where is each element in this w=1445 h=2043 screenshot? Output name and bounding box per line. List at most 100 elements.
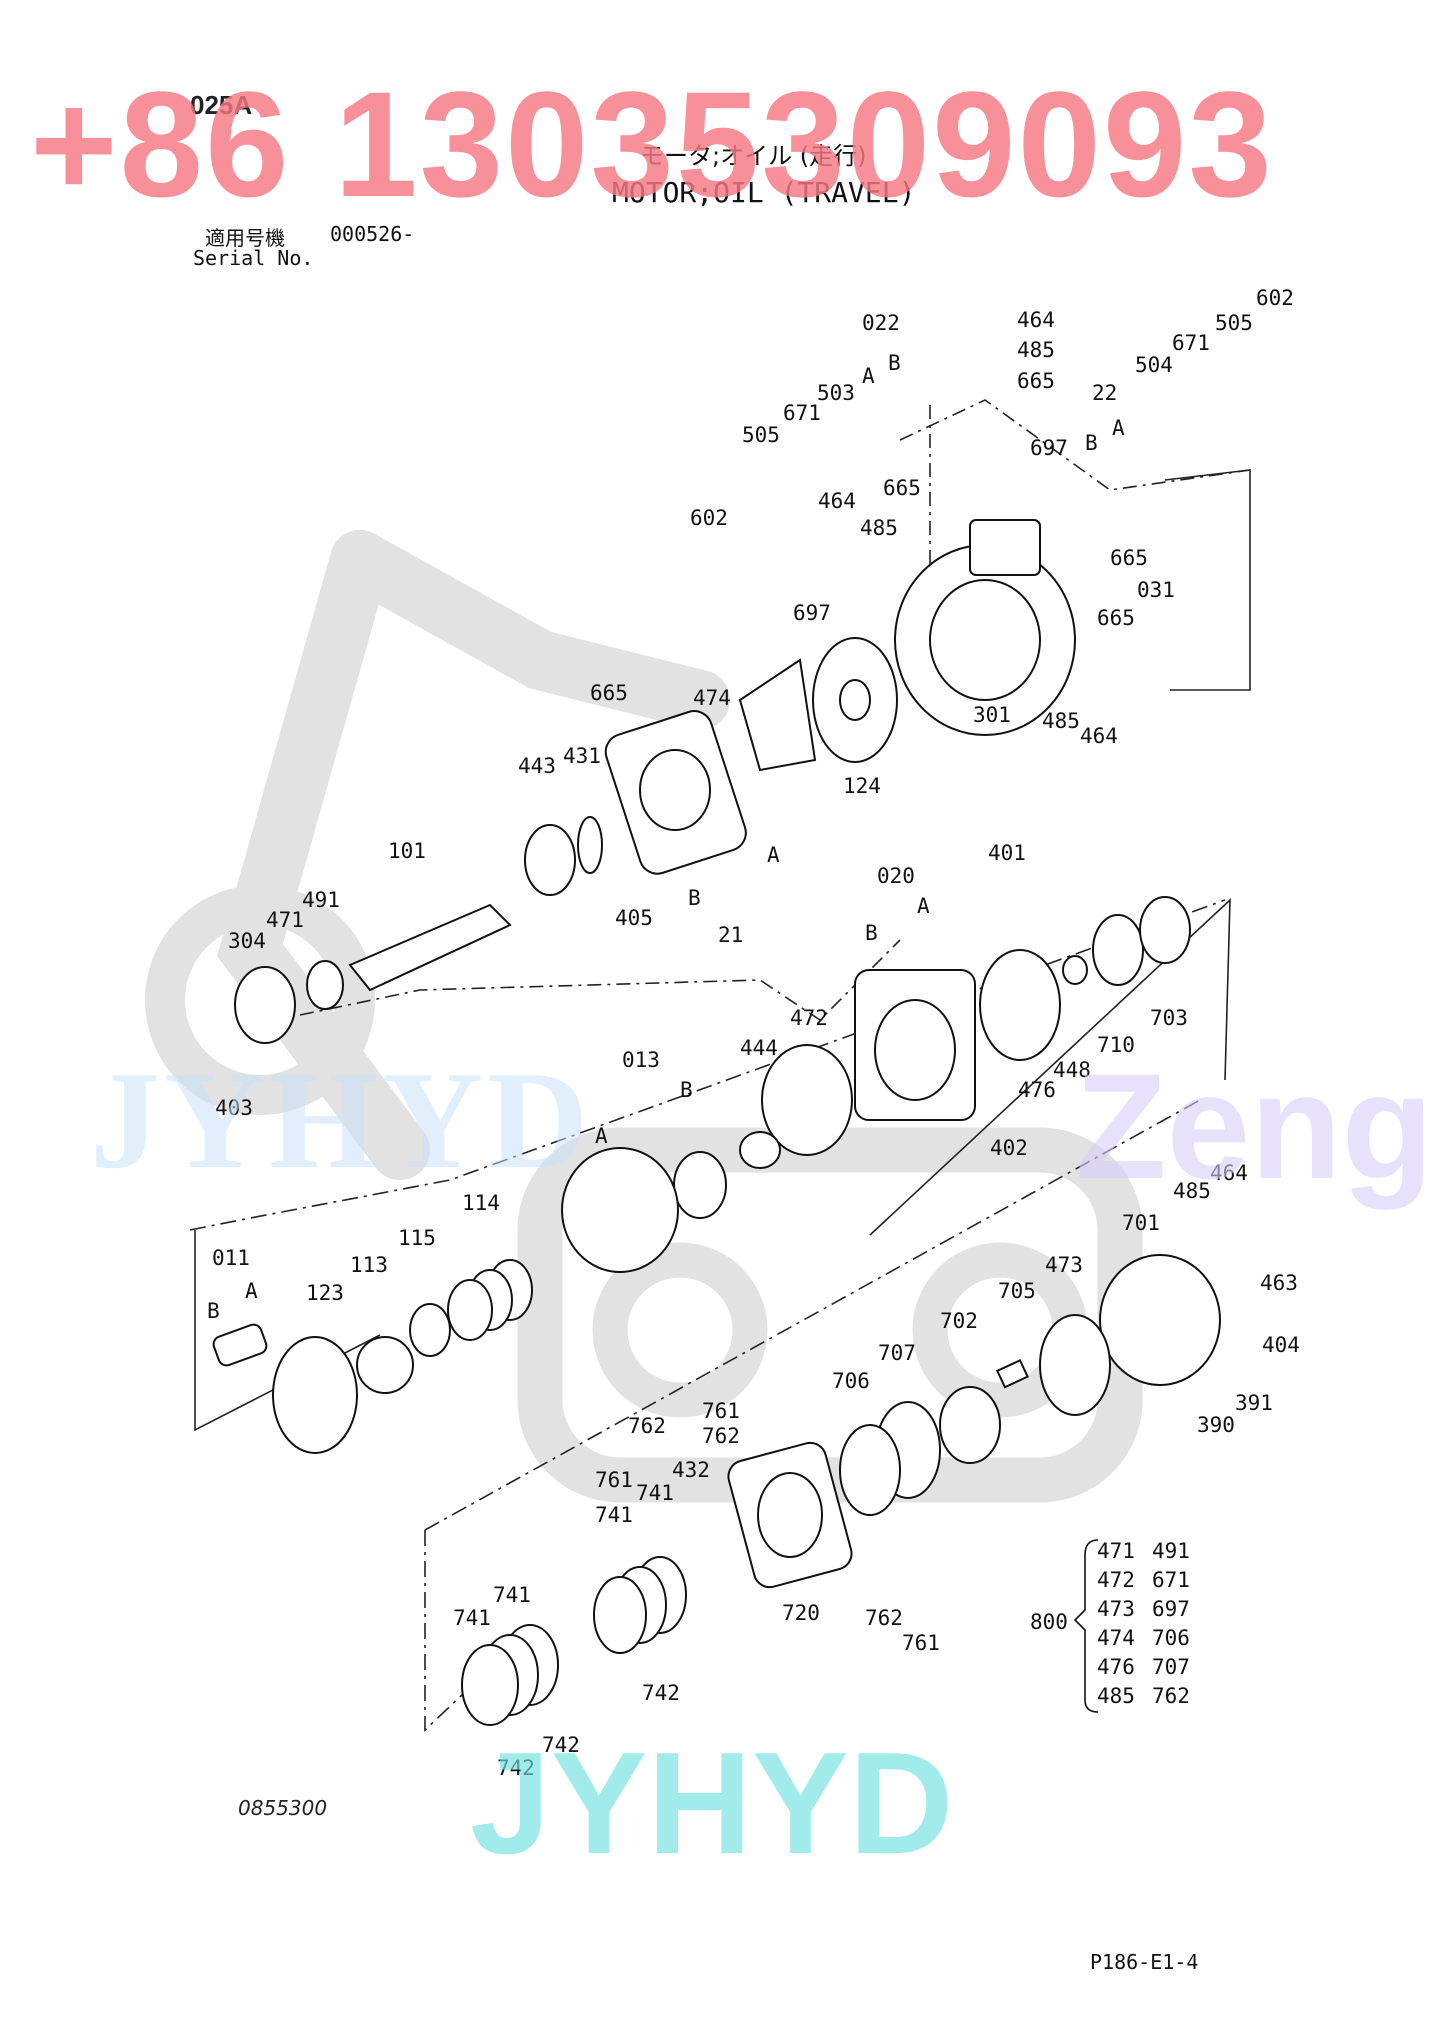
label-301: 301 (973, 703, 1011, 727)
label-391: 391 (1235, 1391, 1273, 1415)
label-741d: 741 (453, 1606, 491, 1630)
label-665c: 665 (1110, 546, 1148, 570)
faint-watermark-right: Zeng (1075, 1042, 1434, 1210)
label-476: 476 (1018, 1078, 1056, 1102)
label-703: 703 (1150, 1006, 1188, 1030)
label-665d: 665 (1097, 606, 1135, 630)
page-number: P186-E1-4 (1090, 1950, 1199, 1974)
label-762b: 762 (628, 1414, 666, 1438)
drawing-number: 0855300 (238, 1796, 328, 1820)
label-761b: 761 (595, 1468, 633, 1492)
part-705-spring (995, 1359, 1029, 1389)
label-401: 401 (988, 841, 1026, 865)
kit-part: 697 (1152, 1597, 1190, 1621)
brand-watermark: JYHYD (470, 1722, 954, 1884)
label-464d: 464 (1210, 1161, 1248, 1185)
label-431: 431 (563, 744, 601, 768)
part-701-cover (1099, 1254, 1221, 1386)
part-304-cover (234, 966, 296, 1044)
label-011: 011 (212, 1246, 250, 1270)
label-491: 491 (302, 888, 340, 912)
label-031: 031 (1137, 578, 1175, 602)
page-code: 025A (190, 90, 253, 120)
label-602: 602 (1256, 286, 1294, 310)
label-505b: 505 (742, 423, 780, 447)
serial-label-japanese: 適用号機 (205, 226, 285, 250)
part-444-bushing (739, 1131, 781, 1169)
label-471: 471 (266, 908, 304, 932)
label-22-a: A (1112, 416, 1125, 440)
kit-part: 485 (1097, 1684, 1135, 1708)
label-464b: 464 (818, 489, 856, 513)
part-474-cam (738, 658, 817, 772)
label-762c: 762 (865, 1606, 903, 1630)
label-463: 463 (1260, 1271, 1298, 1295)
label-741b: 741 (595, 1503, 633, 1527)
label-405: 405 (615, 906, 653, 930)
label-720: 720 (782, 1601, 820, 1625)
kit-part: 707 (1152, 1655, 1190, 1679)
part-473-ring (1039, 1314, 1111, 1416)
label-472: 472 (790, 1006, 828, 1030)
label-671: 671 (1172, 331, 1210, 355)
label-505: 505 (1215, 311, 1253, 335)
part-031-valve (969, 519, 1041, 576)
part-710-ring (1092, 914, 1144, 986)
part-101-shaft (348, 903, 512, 992)
label-485: 485 (1017, 338, 1055, 362)
label-101: 101 (388, 839, 426, 863)
label-022: 022 (862, 311, 900, 335)
label-113: 113 (350, 1253, 388, 1277)
part-491-seal (306, 960, 344, 1010)
kit-part: 491 (1152, 1539, 1190, 1563)
kit-part: 706 (1152, 1626, 1190, 1650)
part-013-block (561, 1147, 679, 1273)
part-472-ring (761, 1044, 853, 1156)
label-705: 705 (998, 1279, 1036, 1303)
label-013: 013 (622, 1048, 660, 1072)
label-011-b: B (207, 1299, 220, 1323)
part-706-ring (839, 1424, 901, 1516)
label-022-b: B (888, 351, 901, 375)
label-448: 448 (1053, 1058, 1091, 1082)
label-761: 761 (702, 1399, 740, 1423)
label-124: 124 (843, 774, 881, 798)
label-762: 762 (702, 1424, 740, 1448)
part-shapes (212, 519, 1221, 1726)
kit-number: 800 (1030, 1610, 1068, 1634)
part-702-piston (939, 1386, 1001, 1464)
label-473: 473 (1045, 1253, 1083, 1277)
label-665: 665 (1017, 369, 1055, 393)
part-011-piston (212, 1323, 268, 1367)
label-013-a: A (595, 1124, 608, 1148)
part-703-gear (1139, 896, 1191, 964)
label-485c: 485 (1042, 709, 1080, 733)
label-444: 444 (740, 1036, 778, 1060)
kit-parts-column-1: 471 472 473 474 476 485 (1097, 1537, 1135, 1711)
kit-part: 473 (1097, 1597, 1135, 1621)
label-402: 402 (990, 1136, 1028, 1160)
label-504: 504 (1135, 353, 1173, 377)
label-464c: 464 (1080, 724, 1118, 748)
serial-number-value: 000526- (330, 222, 415, 246)
label-761c: 761 (902, 1631, 940, 1655)
label-665b: 665 (883, 476, 921, 500)
label-115: 115 (398, 1226, 436, 1250)
label-404: 404 (1262, 1333, 1300, 1357)
title-japanese: モータ;オイル (走行) (640, 142, 867, 170)
label-21-a: A (767, 843, 780, 867)
label-697b: 697 (793, 601, 831, 625)
title-english: MOTOR;OIL (TRAVEL) (612, 176, 916, 209)
label-702: 702 (940, 1309, 978, 1333)
kit-part: 476 (1097, 1655, 1135, 1679)
label-741: 741 (636, 1481, 674, 1505)
label-013-b: B (680, 1078, 693, 1102)
label-741c: 741 (493, 1583, 531, 1607)
label-701: 701 (1122, 1211, 1160, 1235)
label-011-a: A (245, 1279, 258, 1303)
label-742b: 742 (542, 1733, 580, 1757)
label-707: 707 (878, 1341, 916, 1365)
label-114: 114 (462, 1191, 500, 1215)
label-22: 22 (1092, 381, 1117, 405)
label-123: 123 (306, 1281, 344, 1305)
